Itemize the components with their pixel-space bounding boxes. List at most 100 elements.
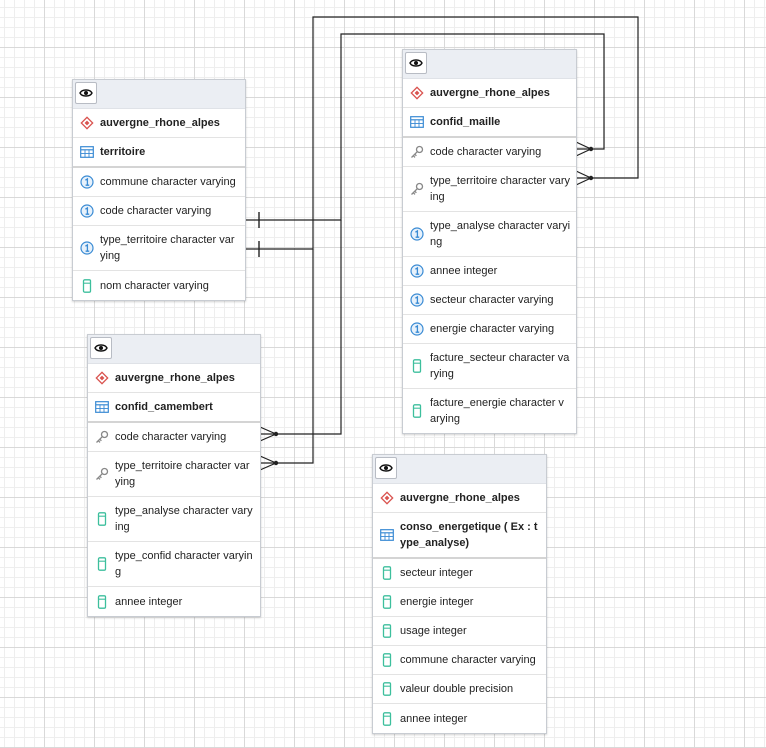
column-row[interactable]: annee integer <box>88 587 260 616</box>
column-row[interactable]: code character varying <box>73 197 245 226</box>
table-icon <box>95 400 109 414</box>
column-row-label: annee integer <box>115 595 183 608</box>
column-icon <box>380 595 394 609</box>
unique-icon <box>80 204 94 218</box>
column-row-label: valeur double precision <box>400 683 514 695</box>
table-icon <box>80 145 94 159</box>
column-row-label: type_territoire character varying <box>430 175 570 203</box>
column-row[interactable]: type_analyse character varying <box>88 497 260 542</box>
column-row[interactable]: secteur character varying <box>403 286 576 315</box>
column-icon <box>95 512 109 526</box>
table-icon <box>410 115 424 129</box>
column-row-label: secteur character varying <box>430 294 554 306</box>
column-row[interactable]: annee integer <box>373 704 546 733</box>
column-row-label: type_analyse character varying <box>430 220 571 248</box>
table-name-label: conso_energetique ( Ex : type_analyse) <box>400 521 538 549</box>
unique-icon <box>410 264 424 278</box>
unique-icon <box>410 293 424 307</box>
column-icon <box>380 624 394 638</box>
unique-icon <box>410 322 424 336</box>
column-row[interactable]: type_confid character varying <box>88 542 260 587</box>
eye-icon <box>409 58 423 68</box>
toggle-visibility-button[interactable] <box>375 457 397 479</box>
column-row-label: commune character varying <box>100 176 236 188</box>
column-row[interactable]: usage integer <box>373 617 546 646</box>
column-row-label: usage integer <box>400 625 467 637</box>
column-row[interactable]: energie character varying <box>403 315 576 344</box>
column-row[interactable]: facture_energie character varying <box>403 389 576 433</box>
column-row[interactable]: type_analyse character varying <box>403 212 576 257</box>
connector-dot <box>273 431 279 437</box>
schema-name-label: auvergne_rhone_alpes <box>115 372 235 384</box>
column-row[interactable]: commune character varying <box>73 168 245 197</box>
schema-name[interactable]: auvergne_rhone_alpes <box>88 364 260 393</box>
column-row[interactable]: code character varying <box>403 138 576 167</box>
column-row-label: code character varying <box>430 146 542 158</box>
table-name[interactable]: conso_energetique ( Ex : type_analyse) <box>373 513 546 559</box>
relation-code-confid-maille <box>244 33 605 221</box>
column-row[interactable]: energie integer <box>373 588 546 617</box>
column-row[interactable]: annee integer <box>403 257 576 286</box>
column-row[interactable]: facture_secteur character varying <box>403 344 576 389</box>
column-row[interactable]: type_territoire character varying <box>73 226 245 271</box>
column-icon <box>380 566 394 580</box>
connector-dot <box>588 146 594 152</box>
schema-icon <box>95 371 109 385</box>
connector-dot <box>273 460 279 466</box>
column-row-label: nom character varying <box>100 279 209 292</box>
table-name[interactable]: confid_camembert <box>88 393 260 423</box>
column-row-label: code character varying <box>100 205 212 217</box>
table-name-label: territoire <box>100 146 146 158</box>
column-icon <box>380 711 394 726</box>
column-row[interactable]: secteur integer <box>373 559 546 588</box>
table-header <box>88 335 260 364</box>
schema-icon <box>410 86 424 100</box>
schema-name[interactable]: auvergne_rhone_alpes <box>403 79 576 108</box>
column-icon <box>80 278 94 293</box>
table-icon <box>380 528 394 542</box>
eye-icon <box>379 463 393 473</box>
schema-name-label: auvergne_rhone_alpes <box>100 117 220 129</box>
column-icon <box>380 653 394 667</box>
unique-icon <box>80 241 94 255</box>
column-row[interactable]: code character varying <box>88 423 260 452</box>
column-row-label: type_confid character varying <box>115 550 253 578</box>
column-row-label: code character varying <box>115 431 227 443</box>
table-name[interactable]: territoire <box>73 138 245 168</box>
foreign-key-icon <box>95 430 109 444</box>
toggle-visibility-button[interactable] <box>90 337 112 359</box>
column-row[interactable]: type_territoire character varying <box>403 167 576 212</box>
column-row-label: energie integer <box>400 596 474 608</box>
table-name-label: confid_maille <box>430 116 501 128</box>
column-row-label: type_analyse character varying <box>115 505 253 533</box>
column-row-label: facture_secteur character varying <box>430 352 570 380</box>
schema-icon <box>80 116 94 130</box>
schema-name-label: auvergne_rhone_alpes <box>400 492 520 504</box>
column-row[interactable]: commune character varying <box>373 646 546 675</box>
table-conso-energetique[interactable]: auvergne_rhone_alpes conso_energetique ( … <box>372 454 547 734</box>
column-row-label: annee integer <box>400 712 468 725</box>
relation-code-confid-camembert <box>260 220 342 435</box>
table-header <box>73 80 245 109</box>
toggle-visibility-button[interactable] <box>405 52 427 74</box>
column-row-label: annee integer <box>430 265 498 277</box>
column-row-label: energie character varying <box>430 323 555 335</box>
eye-icon <box>79 88 93 98</box>
column-row-label: facture_energie character varying <box>430 397 564 425</box>
column-row-label: type_territoire character varying <box>100 234 235 262</box>
column-icon <box>410 359 424 373</box>
table-name[interactable]: confid_maille <box>403 108 576 138</box>
schema-name[interactable]: auvergne_rhone_alpes <box>373 484 546 513</box>
column-row[interactable]: valeur double precision <box>373 675 546 704</box>
column-row[interactable]: nom character varying <box>73 271 245 300</box>
relation-type-territoire-confid-maille <box>244 16 639 250</box>
toggle-visibility-button[interactable] <box>75 82 97 104</box>
column-icon <box>380 682 394 696</box>
table-territoire[interactable]: auvergne_rhone_alpes territoire commune ch… <box>72 79 246 301</box>
column-icon <box>95 594 109 609</box>
schema-name[interactable]: auvergne_rhone_alpes <box>73 109 245 138</box>
column-icon <box>95 557 109 571</box>
column-row[interactable]: type_territoire character varying <box>88 452 260 497</box>
